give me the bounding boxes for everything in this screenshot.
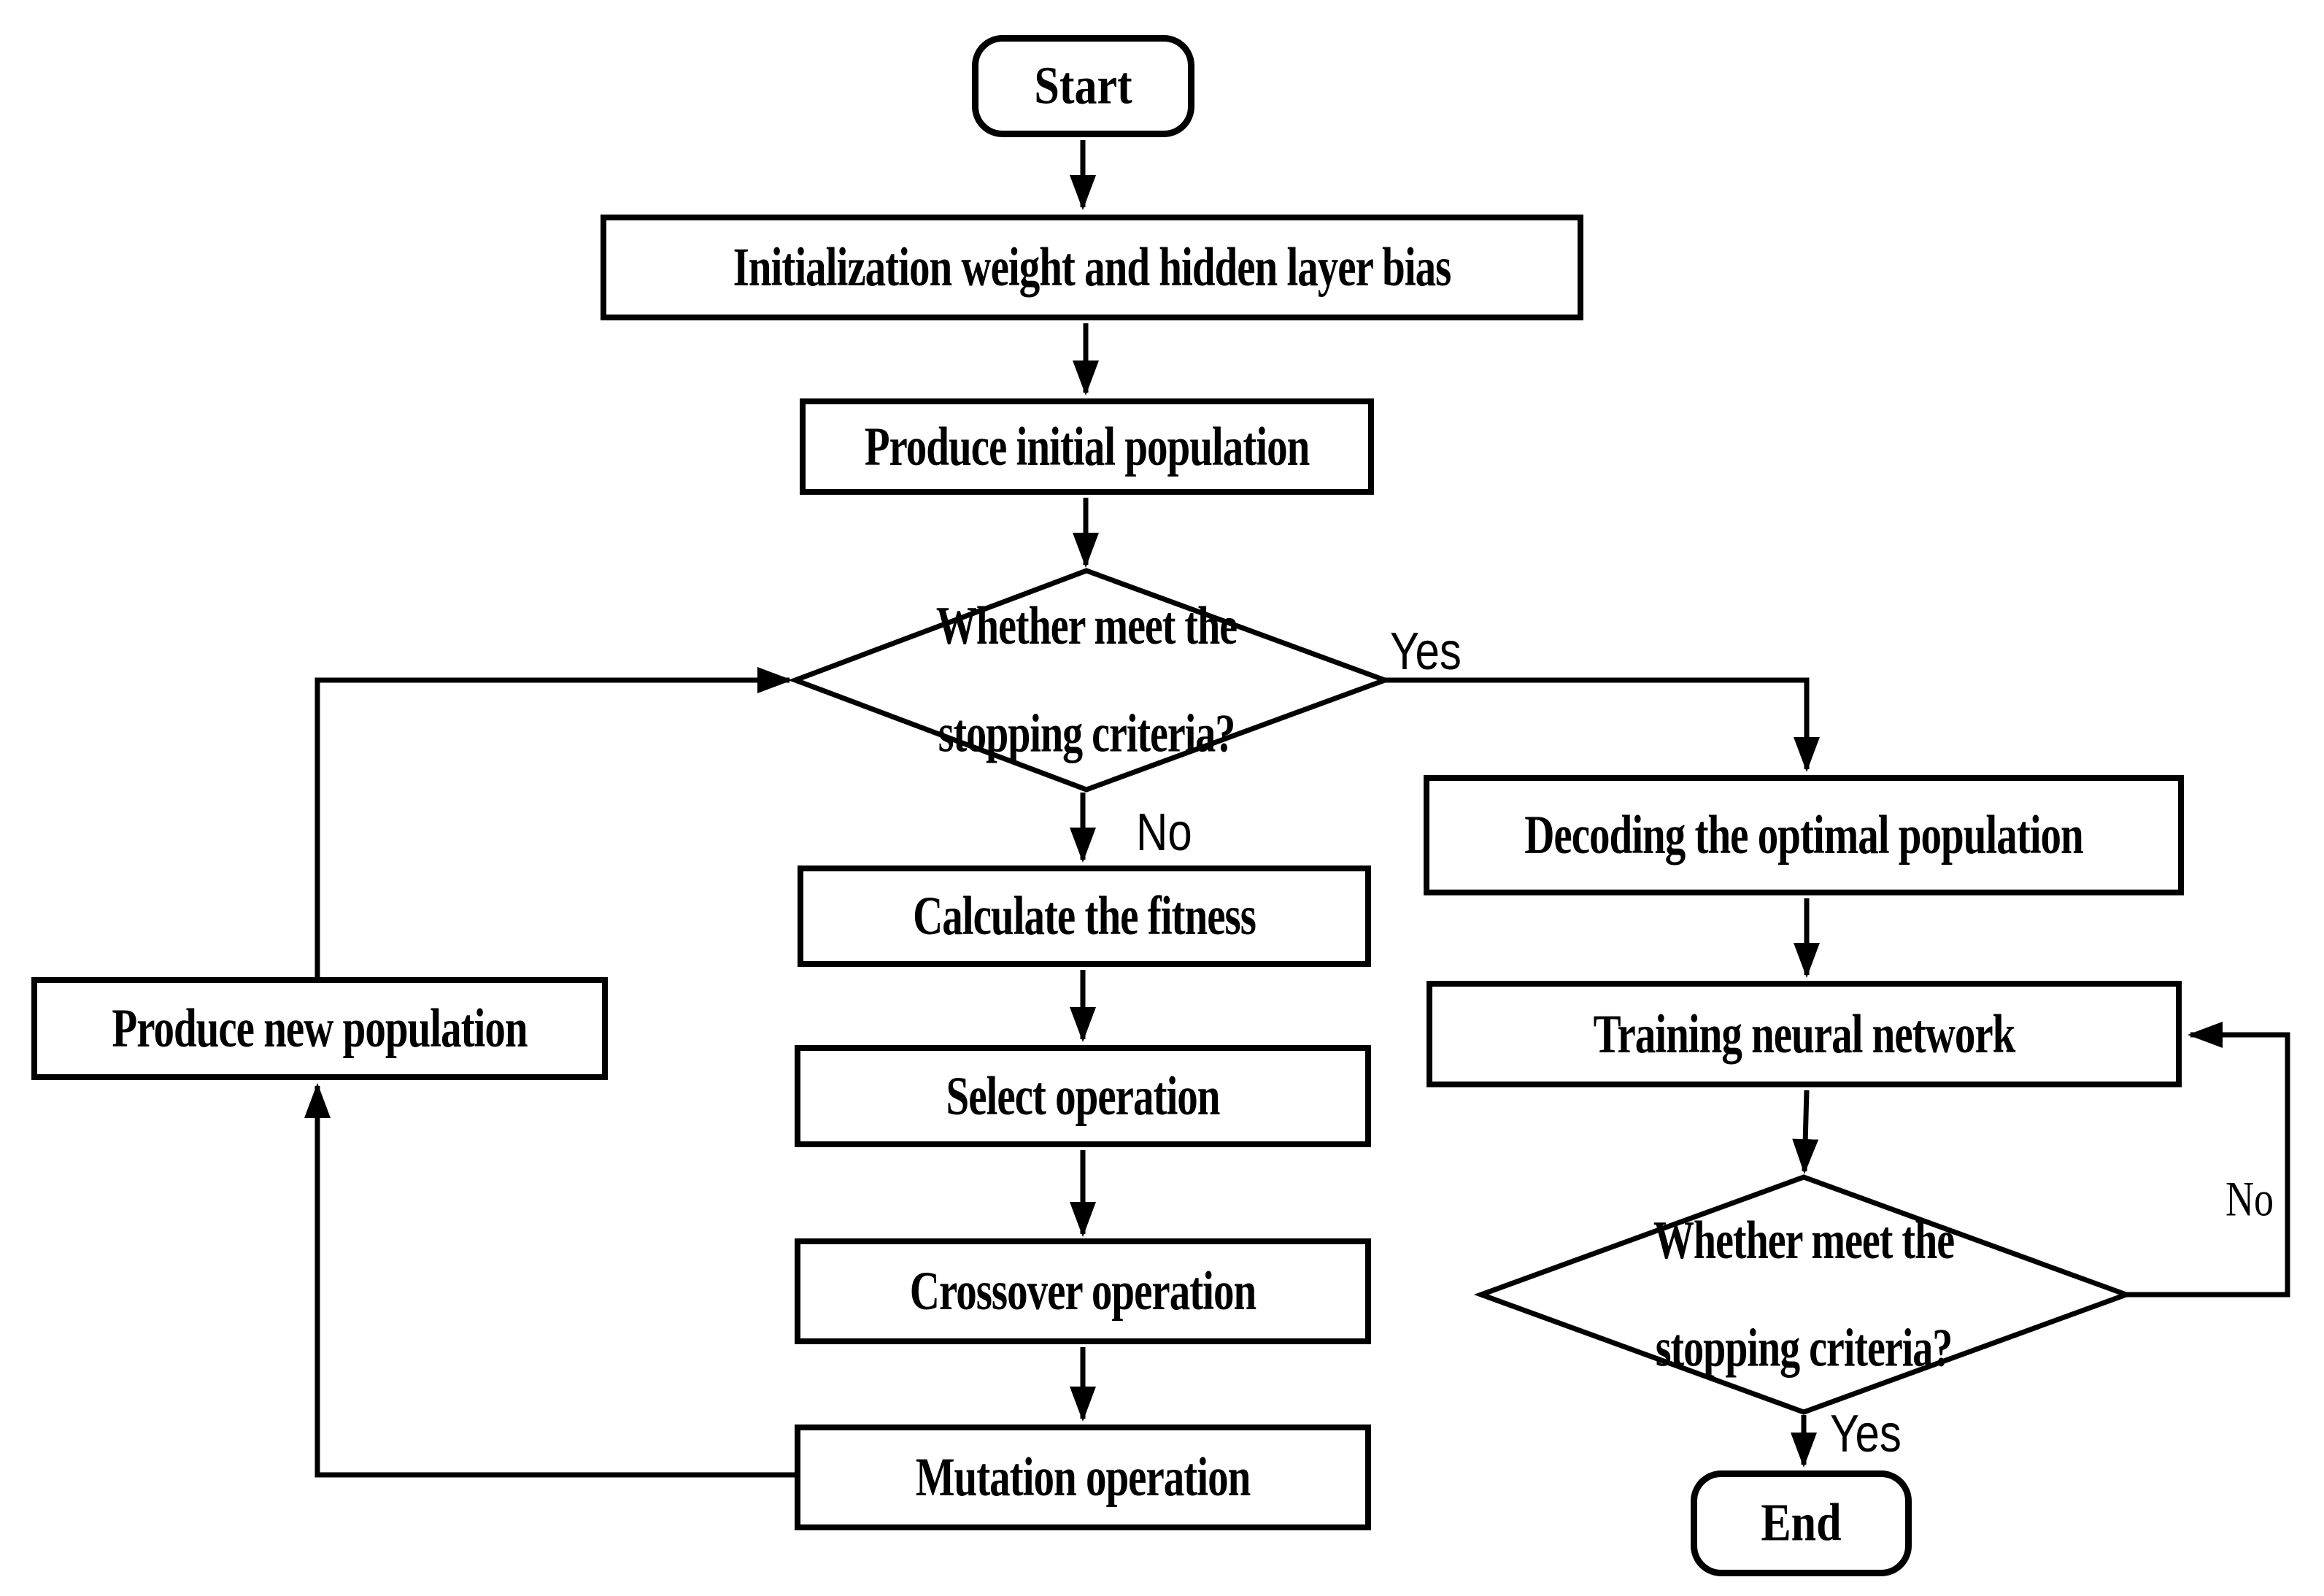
node-end-label: End: [1761, 1493, 1842, 1553]
decision-2-shape: [1473, 1174, 2134, 1415]
edge-training-to-decision-2: [1792, 1090, 1819, 1174]
node-start-label: Start: [1034, 56, 1132, 115]
edge-label-yes-2: Yes: [1830, 1404, 1902, 1463]
node-init-weights: Initialization weight and hidden layer b…: [601, 215, 1583, 320]
node-mutation-operation-label: Mutation operation: [915, 1446, 1251, 1508]
node-produce-new-label: Produce new population: [112, 998, 528, 1060]
node-decoding-label: Decoding the optimal population: [1524, 804, 2084, 866]
edge-mutation-to-produce-new: [304, 1083, 795, 1478]
node-crossover-operation: Crossover operation: [795, 1238, 1371, 1344]
node-produce-initial: Produce initial population: [800, 398, 1374, 495]
node-decoding: Decoding the optimal population: [1424, 775, 2184, 895]
decision-1-shape: [788, 568, 1393, 793]
node-crossover-operation-label: Crossover operation: [909, 1260, 1256, 1322]
edge-produce-new-to-decision-1: [314, 667, 792, 977]
node-init-weights-label: Initialization weight and hidden layer b…: [733, 236, 1452, 298]
node-training-label: Training neural network: [1593, 1003, 2016, 1065]
edge-label-no-1: No: [1136, 803, 1192, 862]
node-select-operation-label: Select operation: [946, 1065, 1221, 1127]
node-start: Start: [972, 35, 1194, 137]
edge-decision-1-yes-to-decoding: [1385, 677, 1820, 772]
node-calculate-fitness: Calculate the fitness: [798, 866, 1371, 967]
node-mutation-operation: Mutation operation: [795, 1425, 1371, 1530]
node-training: Training neural network: [1427, 981, 2182, 1087]
node-end: End: [1691, 1470, 1912, 1576]
edge-label-no-2: No: [2225, 1171, 2274, 1227]
node-produce-initial-label: Produce initial population: [864, 416, 1310, 477]
edge-label-yes-1: Yes: [1390, 622, 1462, 681]
node-select-operation: Select operation: [795, 1045, 1371, 1147]
node-calculate-fitness-label: Calculate the fitness: [913, 885, 1256, 947]
node-produce-new: Produce new population: [31, 977, 608, 1080]
edge-decision-2-no-to-training: [2126, 1022, 2290, 1298]
